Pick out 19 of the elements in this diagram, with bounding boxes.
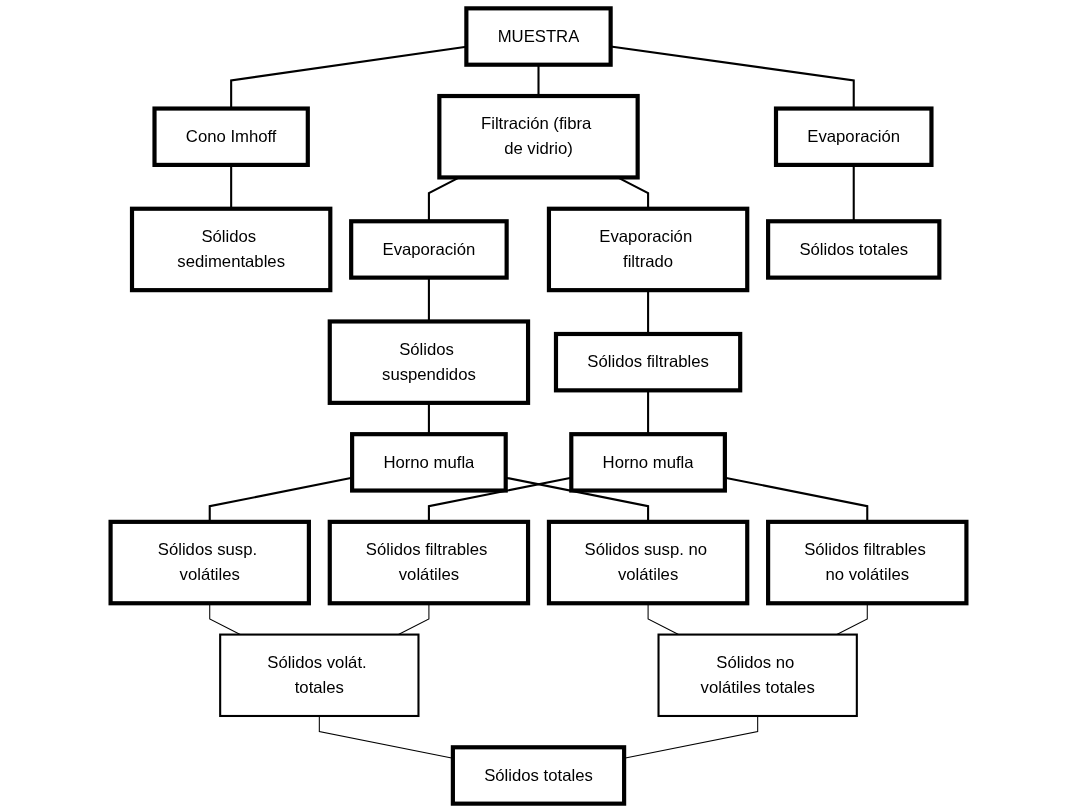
node-box: Sólidos suspendidos bbox=[327, 319, 531, 405]
node-box: Sólidos volát. totales bbox=[219, 633, 420, 718]
node-box: Sólidos no volátiles totales bbox=[657, 633, 858, 718]
node-box: Horno mufla bbox=[569, 432, 727, 493]
node-box: Sólidos susp. no volátiles bbox=[546, 519, 750, 606]
node-box: Sólidos totales bbox=[766, 219, 942, 280]
node-box: Filtración (fibra de vidrio) bbox=[437, 93, 640, 180]
node-box: Sólidos totales bbox=[450, 745, 627, 806]
node-box: Sólidos susp. volátiles bbox=[108, 519, 311, 606]
node-box: Sólidos filtrables no volátiles bbox=[766, 519, 969, 606]
node-box: Evaporación filtrado bbox=[546, 206, 750, 293]
node-box: Sólidos sedimentables bbox=[129, 206, 333, 293]
node-box: MUESTRA bbox=[464, 6, 613, 67]
node-box: Sólidos filtrables bbox=[553, 331, 743, 393]
node-box: Evaporación bbox=[773, 106, 934, 167]
node-box: Cono Imhoff bbox=[152, 106, 310, 167]
node-box: Sólidos filtrables volátiles bbox=[327, 519, 531, 606]
node-box: Horno mufla bbox=[350, 432, 508, 493]
node-box: Evaporación bbox=[349, 219, 509, 280]
